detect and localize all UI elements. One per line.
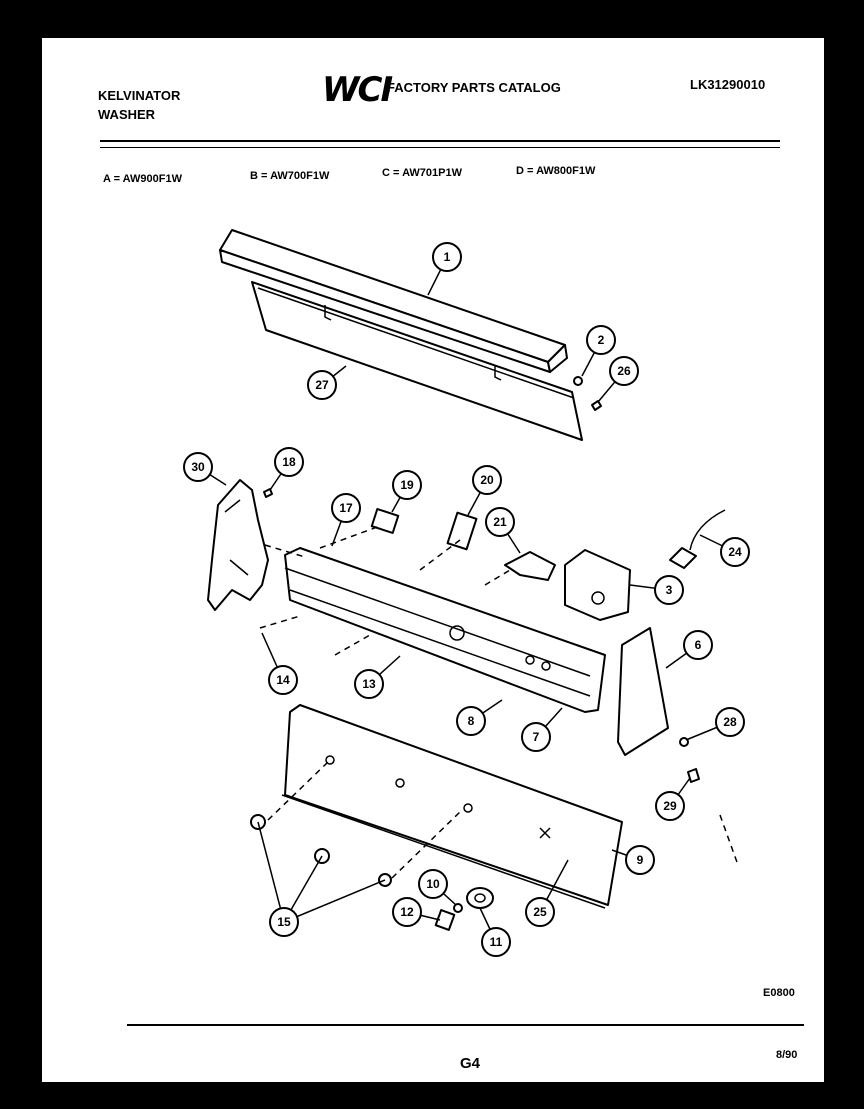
callout-2: 2 [586,325,616,355]
svg-text:9: 9 [637,853,644,867]
svg-text:20: 20 [480,473,494,487]
svg-text:1: 1 [444,250,451,264]
callout-25: 25 [525,897,555,927]
svg-text:7: 7 [533,730,540,744]
model-d: D = AW800F1W [516,165,596,177]
svg-text:25: 25 [533,905,547,919]
header-rule-top [100,140,780,142]
product-type: WASHER [98,107,156,122]
callout-21: 21 [485,507,515,537]
callout-10: 10 [418,869,448,899]
svg-text:8: 8 [468,714,475,728]
model-a: A = AW900F1W [103,173,182,185]
screw-26 [591,400,602,411]
model-c: C = AW701P1W [382,167,462,179]
footer-rule [127,1024,804,1026]
svg-text:15: 15 [277,915,291,929]
svg-text:12: 12 [400,905,414,919]
callout-20: 20 [472,465,502,495]
wci-logo: WCI [322,70,393,110]
svg-text:17: 17 [339,501,353,515]
svg-text:3: 3 [666,583,673,597]
callout-18: 18 [274,447,304,477]
drawing-code: E0800 [763,987,795,999]
svg-text:30: 30 [191,460,205,474]
front-panel [281,704,623,909]
callout-8: 8 [456,706,486,736]
svg-text:2: 2 [598,333,605,347]
callout-27: 27 [307,370,337,400]
header-rule-bottom [100,147,780,148]
callout-3: 3 [654,575,684,605]
callout-6: 6 [683,630,713,660]
catalog-number: LK31290010 [690,77,766,92]
harness-plug [669,547,697,569]
harness-wire [689,509,726,551]
callout-12: 12 [392,897,422,927]
callout-19: 19 [392,470,422,500]
spring-10 [453,903,463,913]
screw-29 [687,768,700,783]
callout-28: 28 [715,707,745,737]
screw-18 [263,488,273,498]
callout-7: 7 [521,722,551,752]
svg-text:14: 14 [276,673,290,687]
switch-20 [446,511,478,551]
svg-text:27: 27 [315,378,329,392]
knob-12 [434,909,456,931]
switch-21 [504,551,556,581]
model-b: B = AW700F1W [250,170,330,182]
callout-14: 14 [268,665,298,695]
svg-text:28: 28 [723,715,737,729]
svg-text:10: 10 [426,877,440,891]
callout-30: 30 [183,452,213,482]
callout-13: 13 [354,669,384,699]
svg-text:24: 24 [728,545,742,559]
end-bracket [207,479,269,611]
svg-text:26: 26 [617,364,631,378]
switch-19 [370,508,400,534]
callout-11: 11 [481,927,511,957]
page-number: G4 [460,1055,481,1072]
callout-26: 26 [609,356,639,386]
callout-1: 1 [432,242,462,272]
svg-text:13: 13 [362,677,376,691]
revision-date: 8/90 [776,1049,798,1061]
catalog-title: FACTORY PARTS CATALOG [387,80,561,95]
callout-24: 24 [720,537,750,567]
brand-name: KELVINATOR [98,88,181,103]
svg-text:18: 18 [282,455,296,469]
svg-text:6: 6 [695,638,702,652]
svg-text:21: 21 [493,515,507,529]
callout-15: 15 [269,907,299,937]
screw-2 [573,376,583,386]
back-panel [251,281,583,441]
callout-29: 29 [655,791,685,821]
dial-11 [466,887,494,909]
console-top-cap [219,229,568,373]
end-cap [617,627,669,756]
svg-text:19: 19 [400,478,414,492]
callout-9: 9 [625,845,655,875]
svg-text:11: 11 [490,935,503,949]
timer [564,549,631,621]
control-panel [284,547,606,713]
svg-text:29: 29 [663,799,677,813]
callout-17: 17 [331,493,361,523]
